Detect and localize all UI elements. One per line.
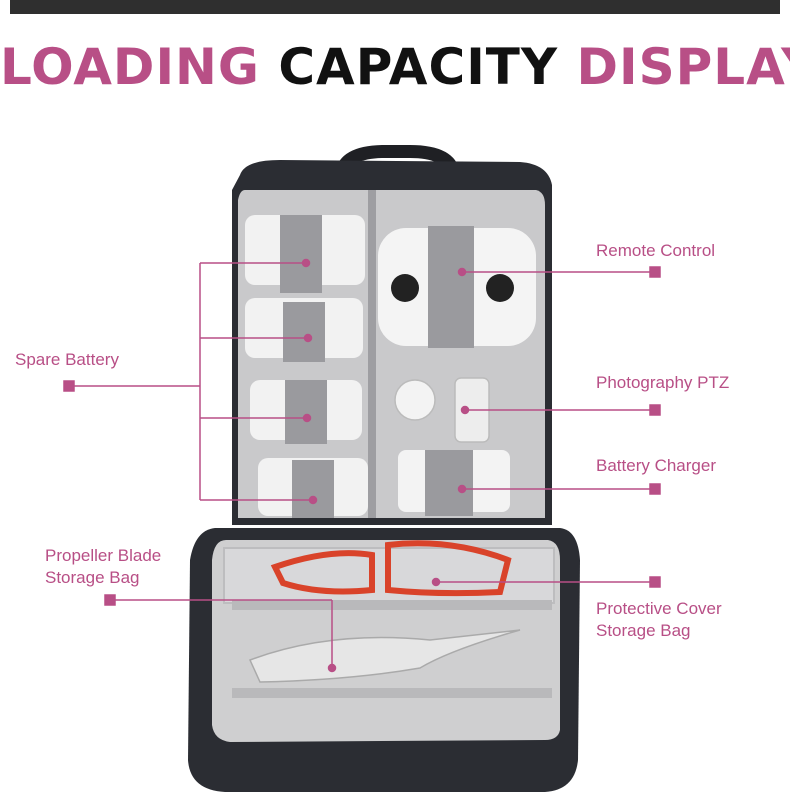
page-title: LOADING CAPACITY DISPLAY — [0, 38, 790, 96]
battery-2-strap — [283, 302, 325, 362]
zipper-row-2 — [232, 688, 552, 698]
propeller-guard-left — [270, 550, 375, 595]
propeller-guard-right — [385, 540, 512, 597]
top-bar — [10, 0, 780, 14]
charger-strap — [425, 450, 473, 516]
label-protective-cover-storage-bag: Protective Cover Storage Bag — [596, 598, 722, 642]
battery-4-strap — [292, 460, 334, 518]
gimbal-camera — [394, 379, 436, 421]
label-photography-ptz: Photography PTZ — [596, 373, 730, 392]
label-propeller-blade-storage-bag: Propeller Blade Storage Bag — [45, 545, 161, 589]
battery-3-strap — [285, 380, 327, 444]
remote-stick-left — [391, 274, 419, 302]
label-spare-battery: Spare Battery — [15, 350, 119, 369]
battery-1-strap — [280, 215, 322, 293]
bag-divider — [368, 190, 376, 518]
title-part-display: DISPLAY — [576, 38, 790, 96]
remote-stick-right — [486, 274, 514, 302]
bag-handle — [335, 145, 460, 176]
propeller-blades — [248, 629, 521, 683]
title-part-capacity: CAPACITY — [278, 38, 559, 96]
label-battery-charger: Battery Charger — [596, 456, 716, 475]
label-cover-line-1: Protective Cover — [596, 599, 722, 618]
label-cover-line-2: Storage Bag — [596, 621, 691, 640]
label-propeller-line-2: Storage Bag — [45, 568, 140, 587]
label-propeller-line-1: Propeller Blade — [45, 546, 162, 565]
title-part-loading: LOADING — [0, 38, 260, 96]
remote-strap — [428, 226, 474, 348]
zipper-row-1 — [232, 600, 552, 610]
label-remote-control: Remote Control — [596, 241, 716, 260]
